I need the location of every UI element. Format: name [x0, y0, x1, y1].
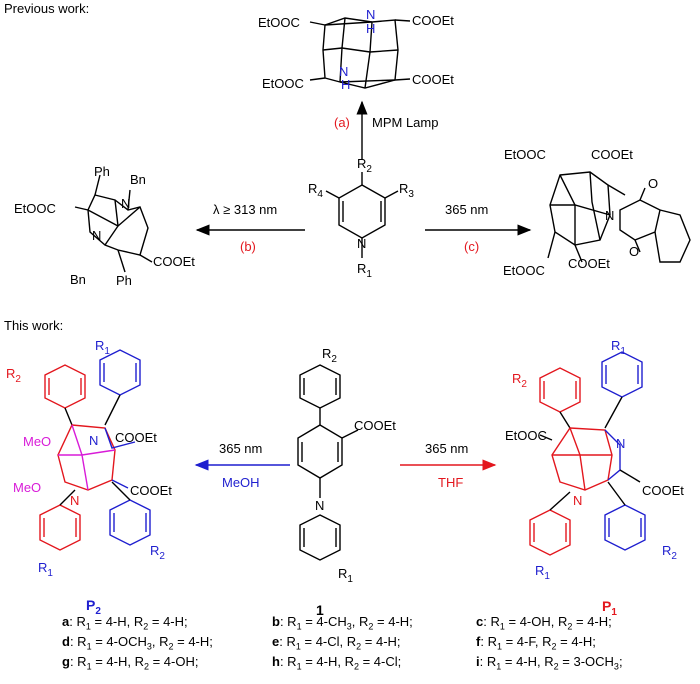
prod-b-bn-2: Bn: [70, 272, 86, 287]
p2-label: P2: [86, 597, 101, 617]
arrow-meoh-bottom: MeOH: [222, 475, 260, 490]
start-r1: R1: [357, 261, 372, 280]
prod-b-ester-1: EtOOC: [14, 201, 56, 216]
compound-entry: b: R1 = 4-CH3, R2 = 4-H;: [272, 614, 413, 632]
prod-b-n-2: N: [92, 228, 101, 243]
compound-1-structure: [297, 364, 359, 561]
arrow-b-tag: (b): [240, 239, 256, 254]
cage-a-ester-2: COOEt: [412, 13, 454, 28]
arrow-thf-bottom: THF: [438, 475, 463, 490]
p1-ester-2: COOEt: [642, 483, 684, 498]
p2-meo-1: MeO: [23, 434, 51, 449]
cage-a-ester-3: EtOOC: [262, 76, 304, 91]
p1-n-2: N: [573, 493, 582, 508]
start-r2: R2: [357, 156, 372, 175]
previous-work-heading: Previous work:: [4, 1, 90, 16]
compound-entry: a: R1 = 4-H, R2 = 4-H;: [62, 614, 188, 632]
p2-meo-2: MeO: [13, 480, 41, 495]
compound-entry: f: R1 = 4-F, R2 = 4-H;: [476, 634, 596, 652]
p2-n-1: N: [89, 433, 98, 448]
cage-a-ester-4: COOEt: [412, 72, 454, 87]
arrow-a-label: MPM Lamp: [372, 115, 438, 130]
compound-entry: c: R1 = 4-OH, R2 = 4-H;: [476, 614, 612, 632]
start-n: N: [357, 236, 366, 251]
p2-r2-bottom: R2: [150, 543, 165, 562]
p2-r1-top: R1: [95, 338, 110, 357]
p1-label: P1: [602, 598, 617, 618]
compound-entry: i: R1 = 4-H, R2 = 3-OCH3;: [476, 654, 623, 672]
compound-1-label: 1: [316, 602, 324, 618]
prod-c-ester-4: COOEt: [568, 256, 610, 271]
compound-1-ester: COOEt: [354, 418, 396, 433]
p1-r2-bottom: R2: [662, 543, 677, 562]
product-p1-structure: [529, 351, 646, 556]
cage-product-a: [309, 17, 411, 89]
prod-c-o-1: O: [648, 176, 658, 191]
prod-c-ester-2: COOEt: [591, 147, 633, 162]
p2-ester-1: COOEt: [115, 430, 157, 445]
prod-c-ester-3: EtOOC: [503, 263, 545, 278]
cage-a-nh-2: H: [341, 77, 350, 92]
compound-entry: e: R1 = 4-Cl, R2 = 4-H;: [272, 634, 401, 652]
prod-b-ester-2: COOEt: [153, 254, 195, 269]
compound-1-r2: R2: [322, 346, 337, 365]
prod-c-o-2: O: [629, 244, 639, 259]
cage-a-ester-1: EtOOC: [258, 15, 300, 30]
prod-b-n-1: N: [121, 196, 130, 211]
cage-a-n-1: N: [366, 7, 375, 22]
p2-r2-top: R2: [6, 366, 21, 385]
p1-r2-top: R2: [512, 371, 527, 390]
p1-r1-bottom: R1: [535, 563, 550, 582]
prod-c-ester-1: EtOOC: [504, 147, 546, 162]
compound-1-n: N: [315, 498, 324, 513]
p1-ester-1: EtOOC: [505, 428, 547, 443]
cage-a-n-2: N: [339, 64, 348, 79]
arrow-b-label: λ ≥ 313 nm: [213, 202, 277, 217]
arrow-a-tag: (a): [334, 115, 350, 130]
compound-entry: d: R1 = 4-OCH3, R2 = 4-H;: [62, 634, 213, 652]
compound-entry: h: R1 = 4-H, R2 = 4-Cl;: [272, 654, 402, 672]
cage-product-c: [547, 171, 691, 263]
product-p2-structure: [39, 349, 151, 551]
arrow-c-tag: (c): [464, 239, 479, 254]
start-r3: R3: [399, 181, 414, 200]
prod-c-n: N: [605, 208, 614, 223]
prod-b-ph-1: Ph: [94, 164, 110, 179]
compound-1-r1: R1: [338, 566, 353, 585]
arrow-thf-top: 365 nm: [425, 441, 468, 456]
p2-r1-bottom: R1: [38, 560, 53, 579]
prod-b-bn-1: Bn: [130, 172, 146, 187]
this-work-heading: This work:: [4, 318, 64, 333]
start-r4: R4: [308, 181, 323, 200]
cage-product-b: [74, 174, 153, 273]
compound-entry: g: R1 = 4-H, R2 = 4-OH;: [62, 654, 199, 672]
p1-r1-top: R1: [611, 338, 626, 357]
p2-n-2: N: [70, 493, 79, 508]
p2-ester-2: COOEt: [130, 483, 172, 498]
arrow-meoh-top: 365 nm: [219, 441, 262, 456]
dihydropyridine-core: [325, 172, 399, 258]
p1-n-1: N: [616, 436, 625, 451]
arrow-c-label: 365 nm: [445, 202, 488, 217]
prod-b-ph-2: Ph: [116, 273, 132, 288]
cage-a-nh-1: H: [366, 21, 375, 36]
